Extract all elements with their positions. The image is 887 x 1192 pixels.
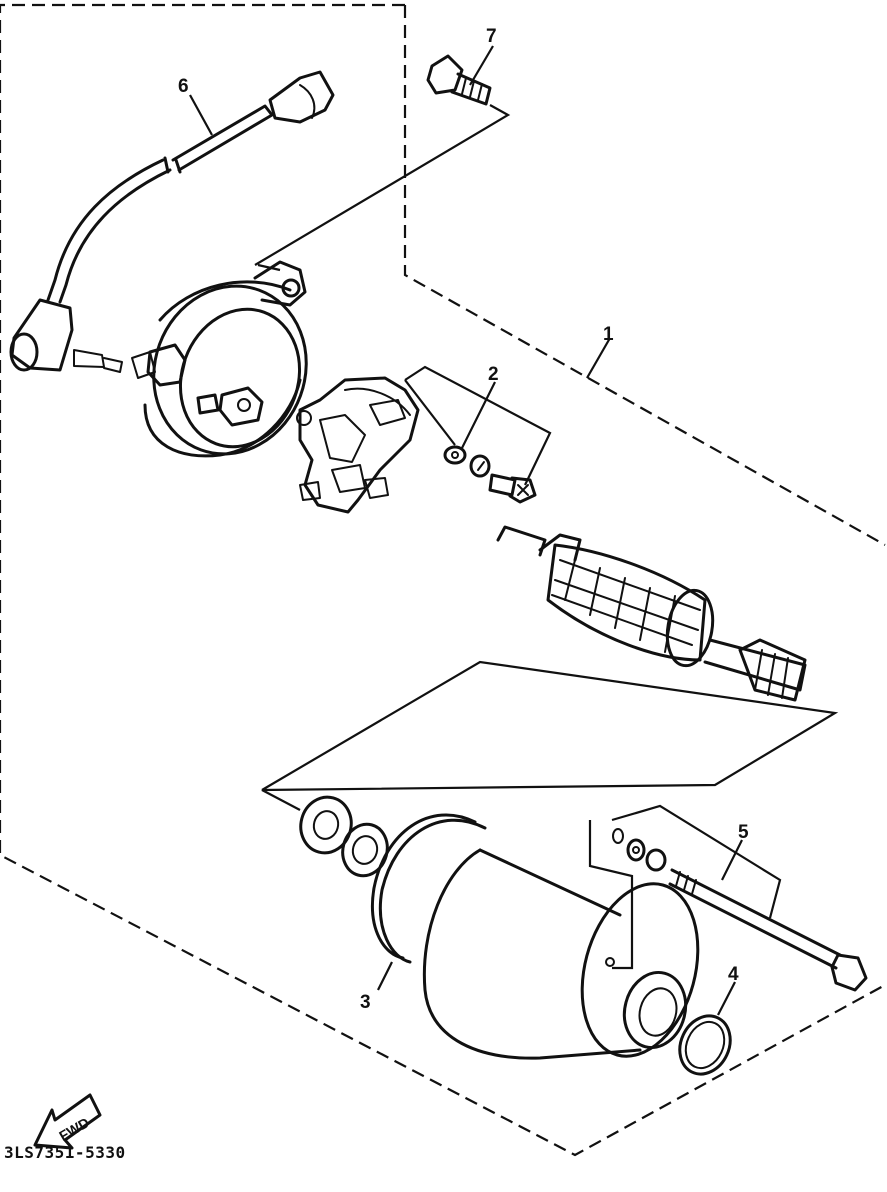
fwd-arrow: FWD	[33, 1093, 102, 1150]
o-ring-part-4	[678, 1014, 732, 1076]
seal-washers	[299, 795, 389, 878]
brush-holder	[296, 376, 420, 514]
assembly-boundary	[0, 3, 886, 1157]
motor-yoke	[422, 848, 700, 1060]
callout-1: 1	[603, 324, 614, 345]
callout-3: 3	[360, 992, 371, 1013]
part-code: 3LS7351-5330	[4, 1143, 126, 1162]
armature	[496, 525, 807, 702]
callout-labels: 1 2 3 4 5 6 7	[178, 26, 749, 1013]
screw-bolt-part-7	[426, 54, 492, 106]
callout-7: 7	[486, 26, 497, 47]
washer-set-part-2	[443, 445, 537, 504]
callout-4: 4	[728, 964, 739, 985]
fwd-label: FWD	[56, 1114, 92, 1144]
cable-lead-part-6	[9, 70, 335, 373]
long-bolt-part-5	[612, 828, 868, 992]
callout-2: 2	[488, 364, 499, 385]
callout-6: 6	[178, 76, 189, 97]
callout-5: 5	[738, 822, 749, 843]
group-brackets	[254, 104, 839, 970]
callout-leaders	[189, 45, 743, 1016]
rear-cover	[131, 260, 308, 458]
o-ring-part-3	[371, 813, 487, 964]
